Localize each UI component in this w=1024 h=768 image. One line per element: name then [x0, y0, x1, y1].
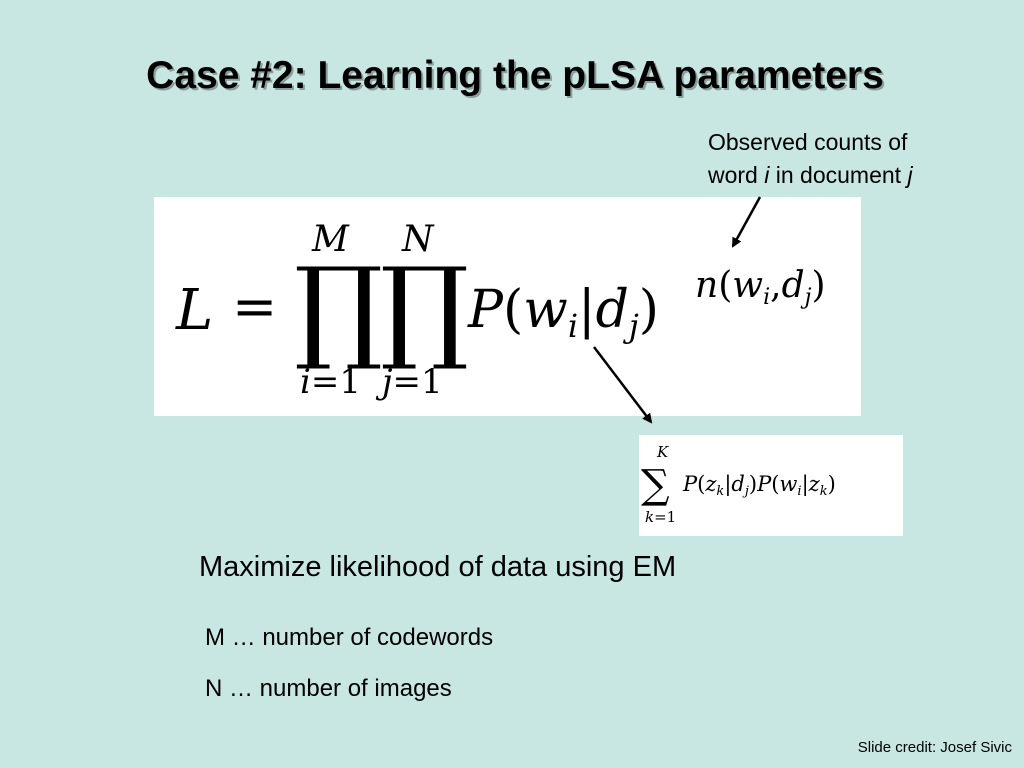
- definition-m: M … number of codewords: [205, 624, 494, 651]
- prod2-lower: j=1: [375, 362, 443, 402]
- definition-n: N … number of images: [205, 675, 452, 702]
- sum-expr-open1: (: [697, 472, 705, 496]
- term-d: d: [596, 280, 629, 340]
- sum-expr-bar1: |: [724, 472, 731, 497]
- observed-counts-annotation: Observed counts of word i in document j: [708, 126, 913, 192]
- slide-credit: Slide credit: Josef Sivic: [857, 739, 1012, 756]
- exp-w: w: [732, 265, 763, 306]
- likelihood-formula-box: L = M ∏ i=1 N ∏ j=1 P(wi|dj) n(wi,dj): [154, 197, 861, 416]
- term-close-paren: ): [639, 280, 659, 340]
- sum-expr-open2: (: [771, 472, 779, 496]
- formula-equals: =: [232, 275, 277, 338]
- likelihood-formula: L = M ∏ i=1 N ∏ j=1 P(wi|dj) n(wi,dj): [175, 219, 825, 402]
- sum-expr-P1: P: [682, 472, 698, 496]
- sum-expr-P2: P: [756, 472, 772, 496]
- exp-close: ): [811, 265, 825, 306]
- formula-exponent: n(wi,dj): [695, 265, 825, 310]
- annotation-line-2: word i in document j: [708, 159, 913, 192]
- sum-formula-box: K ∑ k=1 P(zk|dj)P(wi|zk): [639, 435, 903, 536]
- sum-expr-bar2: |: [802, 472, 809, 497]
- sum-expr-w-sub: i: [797, 484, 801, 499]
- term-open-paren: (: [503, 280, 523, 340]
- sum-symbol: ∑: [641, 462, 670, 508]
- slide-title: Case #2: Learning the pLSA parameters: [146, 54, 884, 97]
- sum-expr-z2-sub: k: [820, 484, 828, 499]
- prod2-upper: N: [401, 219, 435, 260]
- sum-expr-close1: ): [749, 472, 757, 496]
- sum-upper: K: [656, 443, 669, 461]
- annotation-in-document: in document: [769, 162, 908, 188]
- exp-n: n: [695, 265, 718, 306]
- annotation-j: j: [907, 162, 913, 188]
- sum-expr-z2: z: [808, 472, 821, 496]
- annotation-i: i: [764, 162, 770, 188]
- exp-w-sub: i: [763, 285, 770, 310]
- sum-expr-z-sub: k: [716, 484, 724, 499]
- prod1-lower-rest: =1: [311, 362, 361, 402]
- formula-lhs: L: [175, 278, 213, 343]
- exp-comma: ,: [770, 265, 781, 306]
- annotation-line-1: Observed counts of: [708, 129, 908, 155]
- prod1-symbol: ∏: [294, 244, 383, 374]
- sum-lower-var: k: [645, 508, 654, 526]
- sum-lower: k=1: [645, 508, 676, 526]
- sum-formula: K ∑ k=1 P(zk|dj)P(wi|zk): [641, 443, 836, 526]
- sum-expr-w: w: [779, 472, 797, 496]
- prod2-symbol: ∏: [380, 244, 469, 374]
- term-bar: |: [578, 280, 596, 340]
- term-w: w: [523, 280, 568, 340]
- sum-lower-rest: =1: [654, 508, 676, 526]
- term-P: P: [467, 280, 504, 340]
- sum-expr-d-sub: j: [742, 484, 749, 499]
- exp-open: (: [718, 265, 732, 306]
- term-w-sub: i: [568, 307, 578, 345]
- em-statement: Maximize likelihood of data using EM: [199, 551, 677, 583]
- sum-expr-d: d: [731, 472, 744, 496]
- sum-expression: P(zk|dj)P(wi|zk): [682, 472, 836, 499]
- sum-expr-z: z: [704, 472, 717, 496]
- prod1-upper: M: [311, 219, 350, 260]
- formula-probability-term: P(wi|dj): [467, 280, 659, 345]
- annotation-word: word: [708, 162, 765, 188]
- prod1-lower: i=1: [300, 362, 361, 402]
- exp-d: d: [782, 265, 805, 306]
- prod2-lower-rest: =1: [393, 362, 443, 402]
- prod1-lower-var: i: [300, 362, 311, 402]
- sum-expr-close2: ): [828, 472, 836, 496]
